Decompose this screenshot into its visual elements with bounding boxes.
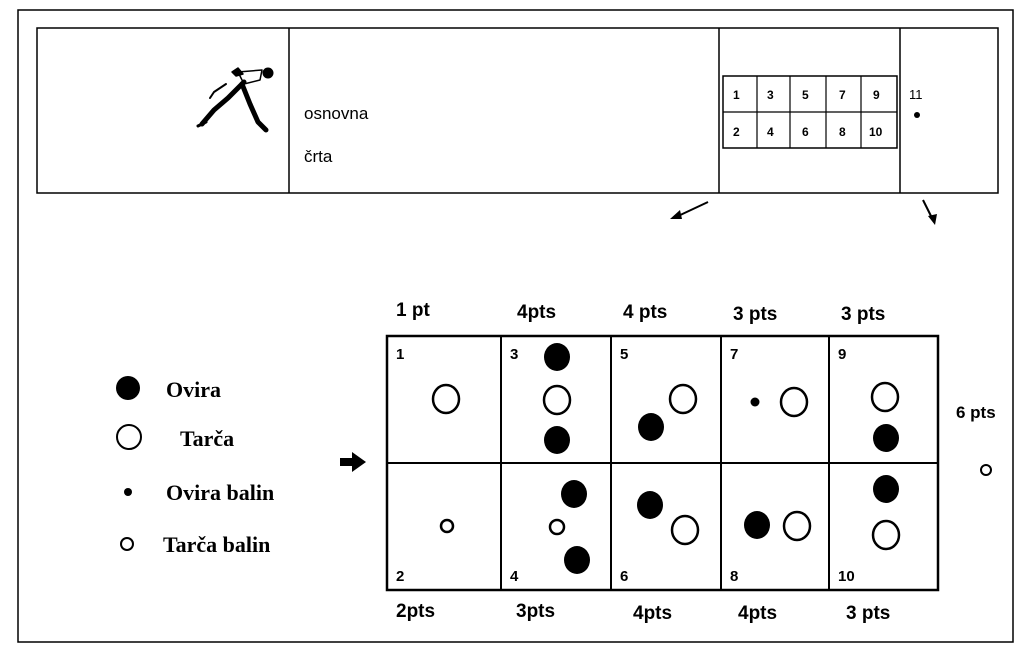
cell-1-number: 1 [396,346,404,363]
extra-target-number: 11 [909,87,923,102]
cell-4-obstacle-icon [561,480,587,508]
target-grid: 1 3 5 7 9 2 4 6 8 10 [385,334,940,592]
points-bottom: 2pts 3pts 4pts 4pts 3 pts [396,601,890,624]
points-top-1: 1 pt [396,300,430,321]
mini-target-6: 6 [802,125,809,139]
mini-target-4: 4 [767,125,774,139]
points-bottom-4: 3pts [516,601,555,622]
mini-target-5: 5 [802,88,809,102]
cell-8-number: 8 [730,568,738,585]
cell-8-target-icon [782,510,812,542]
cell-9-target-icon [870,381,900,413]
mini-target-9: 9 [873,88,880,102]
mini-target-2: 2 [733,125,740,139]
legend-target-ball-label: Tarča balin [163,532,270,557]
legend: Ovira Tarča Ovira balin Tarča balin [116,376,274,557]
lane-outline [36,27,999,194]
cell-10-number: 10 [838,568,855,585]
mini-target-7: 7 [839,88,846,102]
baseline-label-2: črta [304,147,333,166]
mini-target-8: 8 [839,125,846,139]
baseline-label-1: osnovna [304,104,369,123]
points-side: 6 pts [956,403,996,422]
mini-target-10: 10 [869,125,883,139]
cell-10-obstacle-icon [873,475,899,503]
zoom-arrows [670,199,937,225]
cell-5-obstacle-icon [638,413,664,441]
mini-target-3: 3 [767,88,774,102]
cell-1-target-icon [431,383,461,415]
page-border [17,9,1014,643]
direction-arrow-icon [340,452,366,472]
points-top-3: 4pts [517,302,556,323]
points-top-5: 4 pts [623,302,667,323]
cell-4-target-ball-icon [548,518,566,536]
legend-target-label: Tarča [180,426,234,451]
cell-6-target-icon [670,514,700,546]
cell-3-number: 3 [510,346,518,363]
cell-4-number: 4 [510,568,519,585]
cell-2-number: 2 [396,568,404,585]
points-bottom-10: 3 pts [846,603,890,624]
legend-obstacle-ball-label: Ovira balin [166,480,274,505]
points-top-9: 3 pts [841,304,885,325]
cell-3-obstacle-icon [544,343,570,371]
points-bottom-8: 4pts [738,603,777,624]
cell-10-target-icon [871,519,901,551]
cell-9-obstacle-icon [873,424,899,452]
extra-target-dot-icon [914,112,920,118]
obstacle-ball-icon [124,488,132,496]
points-top-7: 3 pts [733,304,777,325]
cell-6-obstacle-icon [637,491,663,519]
mini-target-grid: 1 3 5 7 9 2 4 6 8 10 [722,75,898,149]
cell-5-number: 5 [620,346,628,363]
cell-7-number: 7 [730,346,738,363]
zoom-arrow-right-icon [922,199,933,219]
points-bottom-6: 4pts [633,603,672,624]
cell-7-obstacle-ball-icon [750,397,760,407]
obstacle-icon [116,376,140,400]
target-icon [116,424,142,450]
mini-target-1: 1 [733,88,740,102]
cell-2-target-ball-icon [439,518,455,534]
points-top: 1 pt 4pts 4 pts 3 pts 3 pts [396,300,885,325]
cell-8-obstacle-icon [744,511,770,539]
lane: osnovna črta 1 3 5 7 9 2 4 6 8 10 11 [36,27,999,194]
cell-5-target-icon [668,383,698,415]
cell-3-obstacle-icon-2 [544,426,570,454]
target-ball-icon [120,537,134,551]
player-icon [196,67,274,133]
cell-6-number: 6 [620,568,628,585]
zoom-arrow-left-icon [675,201,709,218]
legend-obstacle-label: Ovira [166,377,221,402]
cell-7-target-icon [779,386,809,418]
side-target-ball-icon [980,464,992,476]
cell-3-target-icon [542,384,572,416]
cell-4-obstacle-icon-2 [564,546,590,574]
cell-9-number: 9 [838,346,846,363]
points-bottom-2: 2pts [396,601,435,622]
